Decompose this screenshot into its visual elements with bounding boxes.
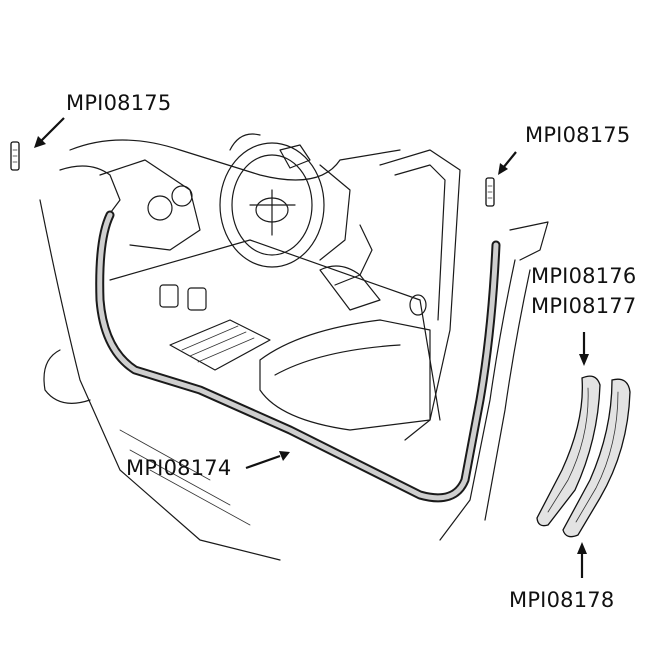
label-clip-left: MPI08175 — [66, 91, 172, 115]
clip-left-shape — [10, 141, 20, 171]
label-clip-right: MPI08175 — [525, 123, 631, 147]
label-seal-lower: MPI08178 — [509, 588, 615, 612]
arrow-seal-lower — [577, 542, 587, 578]
arrow-clip-right — [498, 151, 517, 175]
arrow-clip-left — [34, 117, 65, 148]
arrow-sill-seal — [245, 451, 290, 470]
label-seal-upper-b: MPI08177 — [531, 294, 637, 318]
car-interior-sketch — [39, 133, 549, 561]
label-seal-upper-a: MPI08176 — [531, 264, 637, 288]
sill-seal-shape — [95, 210, 501, 503]
label-sill-seal: MPI08174 — [126, 456, 232, 480]
seal-strip-lower-shape — [562, 378, 631, 538]
clip-right-shape — [485, 177, 495, 207]
seal-strip-upper-shape — [536, 375, 601, 527]
arrow-seal-upper — [579, 332, 589, 366]
